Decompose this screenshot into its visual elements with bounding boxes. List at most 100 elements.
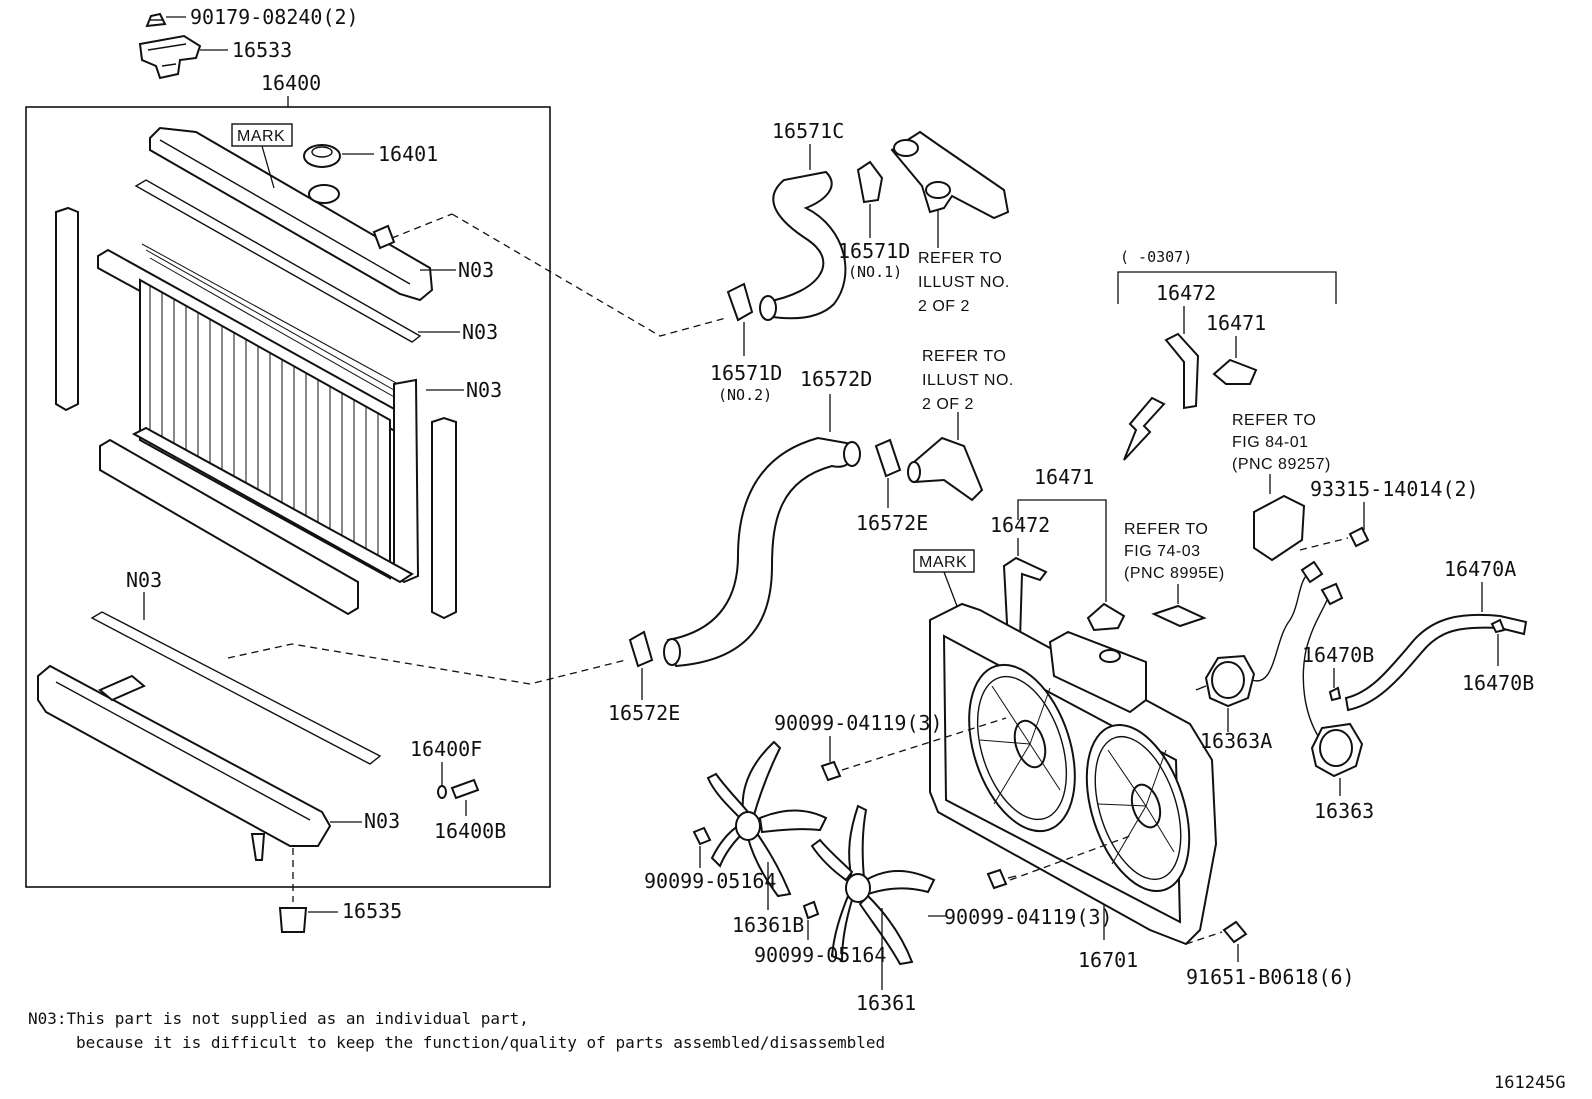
mount-cushion-16535 [278, 907, 308, 933]
drain-cock-16400B [450, 778, 480, 800]
overflow-hose-16470A [1344, 613, 1528, 712]
label-16470B-2: 16470B [1462, 671, 1534, 695]
label-16472-b: 16472 [990, 513, 1050, 537]
fan-motor-16363 [1310, 722, 1364, 778]
label-90099-04119-a: 90099-04119(3) [774, 711, 943, 735]
fan-motor-16363A [1195, 654, 1256, 708]
o-ring-16400F [437, 785, 447, 799]
label-16363: 16363 [1314, 799, 1374, 823]
fan-blade-16361B [706, 740, 828, 898]
radiator-core [97, 243, 420, 584]
label-16400: 16400 [261, 71, 321, 95]
label-16361: 16361 [856, 991, 916, 1015]
label-16400B: 16400B [434, 819, 506, 843]
label-mark-1: MARK [237, 128, 285, 145]
label-16571D-1: 16571D [838, 239, 910, 263]
lower-cushion-bar [99, 438, 359, 616]
label-16471-a: 16471 [1206, 311, 1266, 335]
bolt-93315 [1348, 526, 1370, 548]
figure-id: 161245G [1494, 1073, 1566, 1093]
label-93315: 93315-14014(2) [1310, 477, 1479, 501]
reservoir-hose-16472-inset [1164, 332, 1200, 410]
label-16572E-1: 16572E [856, 511, 928, 535]
refer-note-1-line2: ILLUST NO. [918, 274, 1010, 291]
label-90179-08240: 90179-08240(2) [190, 5, 359, 29]
fan-control-module [1253, 494, 1306, 562]
label-16571C: 16571C [772, 119, 844, 143]
radiator-assembly-box [25, 106, 551, 888]
label-16400F: 16400F [410, 737, 482, 761]
label-16471-b: 16471 [1034, 465, 1094, 489]
water-inlet-16572-ref [907, 436, 984, 502]
refer-note-1-line1: REFER TO [918, 250, 1002, 267]
label-90099-05164-a: 90099-05164 [644, 869, 776, 893]
label-90099-04119-b: 90099-04119(3) [944, 905, 1113, 929]
label-16401: 16401 [378, 142, 438, 166]
reservoir-cap-16471-inset [1212, 358, 1258, 385]
label-91651: 91651-B0618(6) [1186, 965, 1355, 989]
label-90099-05164-b: 90099-05164 [754, 943, 886, 967]
bolt-91651 [1222, 920, 1248, 944]
clip-16470B-right [1490, 618, 1506, 634]
wire-harness-b [1302, 597, 1329, 737]
label-n03-a: N03 [458, 258, 494, 282]
bracket-16533-illustration [138, 34, 202, 80]
refer-note-4-line3: (PNC 8995E) [1124, 565, 1225, 582]
refer-note-4-line1: REFER TO [1124, 521, 1208, 538]
label-n03-c: N03 [466, 378, 502, 402]
radiator-upper-tank [149, 126, 434, 302]
hose-clamp-16571D-no1 [856, 160, 884, 204]
connector-b [1320, 582, 1344, 606]
label-16470A: 16470A [1444, 557, 1516, 581]
radiator-cap-16401 [303, 144, 341, 168]
water-outlet-housing [890, 130, 1010, 220]
lower-gasket [90, 611, 382, 765]
radiator-lower-tank [37, 664, 332, 861]
label-no2: (NO.2) [718, 386, 772, 404]
fan-blade-16361 [810, 804, 936, 966]
left-cushion-bar [55, 206, 79, 412]
label-n03-e: N03 [364, 809, 400, 833]
refer-note-3-line3: (PNC 89257) [1232, 456, 1331, 473]
label-n03-b: N03 [462, 320, 498, 344]
bolt-90099-04119-b [986, 868, 1008, 890]
refer-note-3-line2: FIG 84-01 [1232, 434, 1309, 451]
footnote-line-1: N03:This part is not supplied as an indi… [28, 1009, 529, 1028]
label-0307: ( -0307) [1120, 248, 1192, 266]
refer-note-2-line1: REFER TO [922, 348, 1006, 365]
label-16535: 16535 [342, 899, 402, 923]
label-sticker [1151, 604, 1207, 628]
right-cushion-bar [431, 416, 457, 620]
label-16361B: 16361B [732, 913, 804, 937]
clip-16470B-left [1328, 686, 1342, 702]
label-mark-2: MARK [919, 554, 967, 571]
label-16701: 16701 [1078, 948, 1138, 972]
inset-arrow [1123, 396, 1166, 461]
label-16472-a: 16472 [1156, 281, 1216, 305]
upper-gasket [134, 179, 422, 343]
refer-note-1-line3: 2 OF 2 [918, 298, 970, 315]
wire-harness-a [1251, 571, 1311, 682]
refer-note-4-line2: FIG 74-03 [1124, 543, 1201, 560]
upper-hose-16571C [765, 170, 847, 320]
refer-note-3-line1: REFER TO [1232, 412, 1316, 429]
label-16533: 16533 [232, 38, 292, 62]
nut-90099-05164-b [802, 900, 820, 920]
label-no1: (NO.1) [848, 263, 902, 281]
hose-clamp-16571D-no2 [726, 282, 754, 322]
connector-a [1300, 560, 1324, 584]
nut-90099-05164-a [692, 826, 712, 846]
label-16571D-2: 16571D [710, 361, 782, 385]
reservoir-cap-16471 [1086, 602, 1126, 632]
label-16470B-1: 16470B [1302, 643, 1374, 667]
label-16572E-2: 16572E [608, 701, 680, 725]
clip-nut-illustration [145, 12, 167, 28]
label-16572D: 16572D [800, 367, 872, 391]
fan-shroud-16701 [929, 602, 1218, 946]
hose-clamp-16572E-lower [628, 630, 654, 668]
hose-clamp-16572E-upper [874, 438, 902, 478]
label-16363A: 16363A [1200, 729, 1272, 753]
lower-hose-16572D [666, 436, 855, 668]
bolt-90099-04119-a [820, 760, 842, 782]
